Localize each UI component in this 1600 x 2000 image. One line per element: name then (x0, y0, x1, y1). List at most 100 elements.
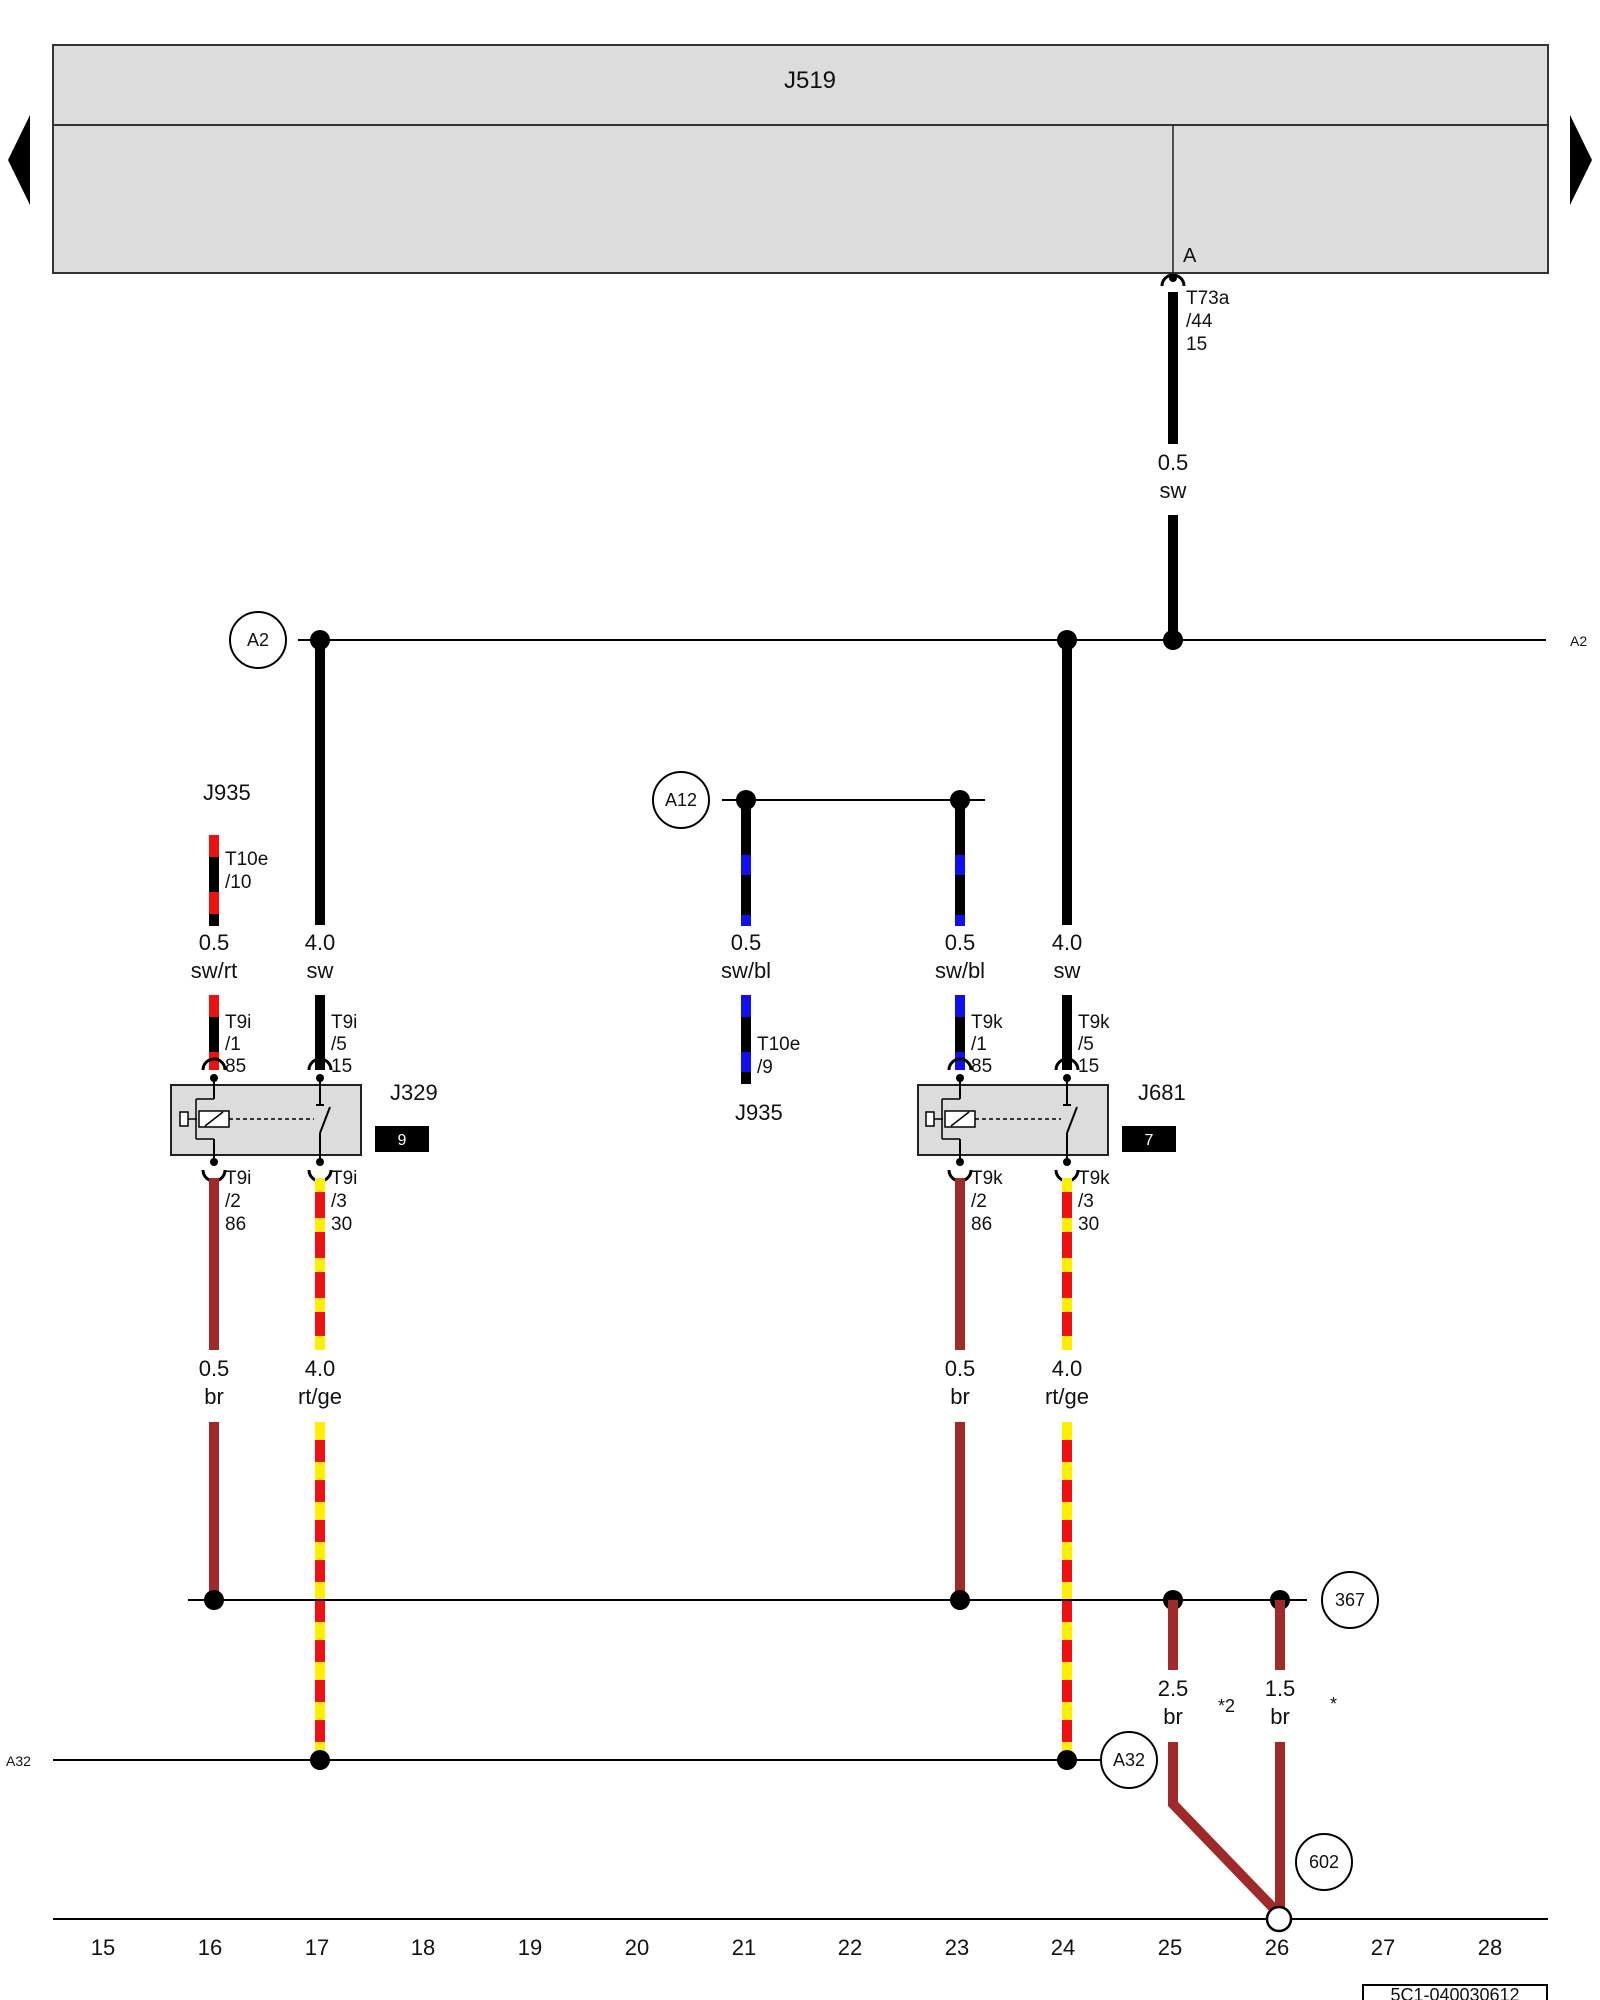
wire-col21-top-color: sw/bl (721, 958, 771, 983)
j681-86-pin: /2 (971, 1191, 987, 1212)
j329-15-pin: /5 (331, 1034, 347, 1055)
a32-left-ref: A32 (6, 1753, 31, 1769)
column-15: 15 (91, 1935, 115, 1960)
wire-col16-top-size: 0.5 (199, 930, 230, 955)
wire-top-size: 0.5 (1158, 450, 1189, 475)
wire-col21-top-size: 0.5 (731, 930, 762, 955)
wire-top-color: sw (1160, 478, 1187, 503)
a2-left-ref-circle[interactable] (229, 611, 287, 669)
wire-col23-bot-size: 0.5 (945, 1356, 976, 1381)
column-23: 23 (945, 1935, 969, 1960)
j681-85-conn: T9k (971, 1012, 1003, 1033)
j329-85-conn: T9i (225, 1012, 251, 1033)
j329-slot-badge: 9 (398, 1132, 407, 1149)
j329-86-terminal: 86 (225, 1214, 246, 1235)
column-20: 20 (625, 1935, 649, 1960)
ground-point-icon[interactable] (1265, 1905, 1293, 1933)
note-star: * (1330, 1694, 1337, 1714)
wire-col16-bot: T9i /2 86 0.5 br (199, 1168, 251, 1600)
j329-85-pin: /1 (225, 1034, 241, 1055)
ref-602-circle[interactable] (1295, 1833, 1353, 1891)
wire-top: T73a /44 15 0.5 sw (1158, 273, 1230, 640)
wire-col17-bot-color: rt/ge (298, 1384, 342, 1409)
column-16: 16 (198, 1935, 222, 1960)
a2-right-ref: A2 (1570, 633, 1587, 649)
j681-15-terminal: 15 (1078, 1056, 1099, 1077)
wire-col17-bot: T9i /3 30 4.0 rt/ge (298, 1168, 357, 1760)
column-18: 18 (411, 1935, 435, 1960)
column-25: 25 (1158, 1935, 1182, 1960)
ref-367: 367 (1335, 1590, 1365, 1610)
j681-30-pin: /3 (1078, 1191, 1094, 1212)
column-28: 28 (1478, 1935, 1502, 1960)
wire-col24-top-color: sw (1054, 958, 1081, 983)
j681-30-conn: T9k (1078, 1168, 1110, 1189)
j935-mid-label: J935 (735, 1100, 783, 1125)
a12-ref: A12 (665, 790, 697, 810)
wire-col24-bot-size: 4.0 (1052, 1356, 1083, 1381)
wire-col26-color: br (1270, 1704, 1290, 1729)
connection-point-label: A (1183, 245, 1197, 267)
relay-j329[interactable]: J329 9 (170, 1057, 438, 1183)
column-26: 26 (1265, 1935, 1289, 1960)
previous-page-arrow-icon[interactable] (8, 115, 30, 205)
j329-86-conn: T9i (225, 1168, 251, 1189)
t73a-terminal: 15 (1186, 334, 1207, 355)
j681-86-conn: T9k (971, 1168, 1003, 1189)
t10e-10-label: T10e (225, 849, 268, 870)
j519-panel: J519 A (52, 44, 1549, 274)
relay-j681[interactable]: J681 7 (917, 1057, 1186, 1183)
bus-367: 367 (188, 1571, 1379, 1629)
wire-col23-bot-color: br (950, 1384, 970, 1409)
j681-85-terminal: 85 (971, 1056, 992, 1077)
j681-slot-badge: 7 (1145, 1132, 1154, 1149)
j329-86-pin: /2 (225, 1191, 241, 1212)
wire-col17-top: 4.0 sw T9i /5 15 (305, 640, 357, 1077)
wire-col24-bot: T9k /3 30 4.0 rt/ge (1045, 1168, 1110, 1760)
t73a-pin: /44 (1186, 311, 1213, 332)
ref-367-circle[interactable] (1321, 1571, 1379, 1629)
j681-86-terminal: 86 (971, 1214, 992, 1235)
wire-col17-top-size: 4.0 (305, 930, 336, 955)
j329-30-terminal: 30 (331, 1214, 352, 1235)
t10e-9-label: T10e (757, 1034, 800, 1055)
column-scale: 15 16 17 18 19 20 21 22 23 24 25 26 27 2… (53, 1918, 1548, 1960)
a32-right-ref: A32 (1113, 1750, 1145, 1770)
j329-85-terminal: 85 (225, 1056, 246, 1077)
a32-right-ref-circle[interactable] (1100, 1731, 1158, 1789)
wire-col23-top-size: 0.5 (945, 930, 976, 955)
note-star2: *2 (1218, 1696, 1235, 1716)
a12-ref-circle[interactable] (652, 771, 710, 829)
document-code: 5C1-040030612 (1362, 1984, 1548, 2000)
wire-col24-top: 4.0 sw T9k /5 15 (1052, 640, 1110, 1077)
ref-602: 602 (1309, 1852, 1339, 1872)
wire-col16-top: J935 T10e /10 0.5 sw/rt T9i /1 85 (191, 780, 269, 1077)
wire-col23-top-color: sw/bl (935, 958, 985, 983)
wire-col24-bot-color: rt/ge (1045, 1384, 1089, 1409)
wire-col16-bot-size: 0.5 (199, 1356, 230, 1381)
j519-label: J519 (784, 67, 836, 94)
wire-col26-size: 1.5 (1265, 1676, 1296, 1701)
column-24: 24 (1051, 1935, 1075, 1960)
wire-col16-top-color: sw/rt (191, 958, 237, 983)
t10e-10-pin: /10 (225, 872, 251, 893)
a2-left-ref: A2 (247, 630, 269, 650)
j329-label: J329 (390, 1080, 438, 1105)
wire-col17-top-color: sw (307, 958, 334, 983)
column-17: 17 (305, 1935, 329, 1960)
a32-bus: A32 A32 (6, 1731, 1158, 1789)
column-22: 22 (838, 1935, 862, 1960)
column-27: 27 (1371, 1935, 1395, 1960)
j681-15-pin: /5 (1078, 1034, 1094, 1055)
document-code-text: 5C1-040030612 (1390, 1985, 1519, 2000)
j329-30-conn: T9i (331, 1168, 357, 1189)
j329-15-terminal: 15 (331, 1056, 352, 1077)
next-page-arrow-icon[interactable] (1570, 115, 1592, 205)
j329-15-conn: T9i (331, 1012, 357, 1033)
j935-top-label: J935 (203, 780, 251, 805)
a2-bus: A2 A2 (229, 611, 1587, 669)
ground-wires: 2.5 br 1.5 br *2 * 602 (1158, 1600, 1353, 1933)
j329-30-pin: /3 (331, 1191, 347, 1212)
j681-15-conn: T9k (1078, 1012, 1110, 1033)
